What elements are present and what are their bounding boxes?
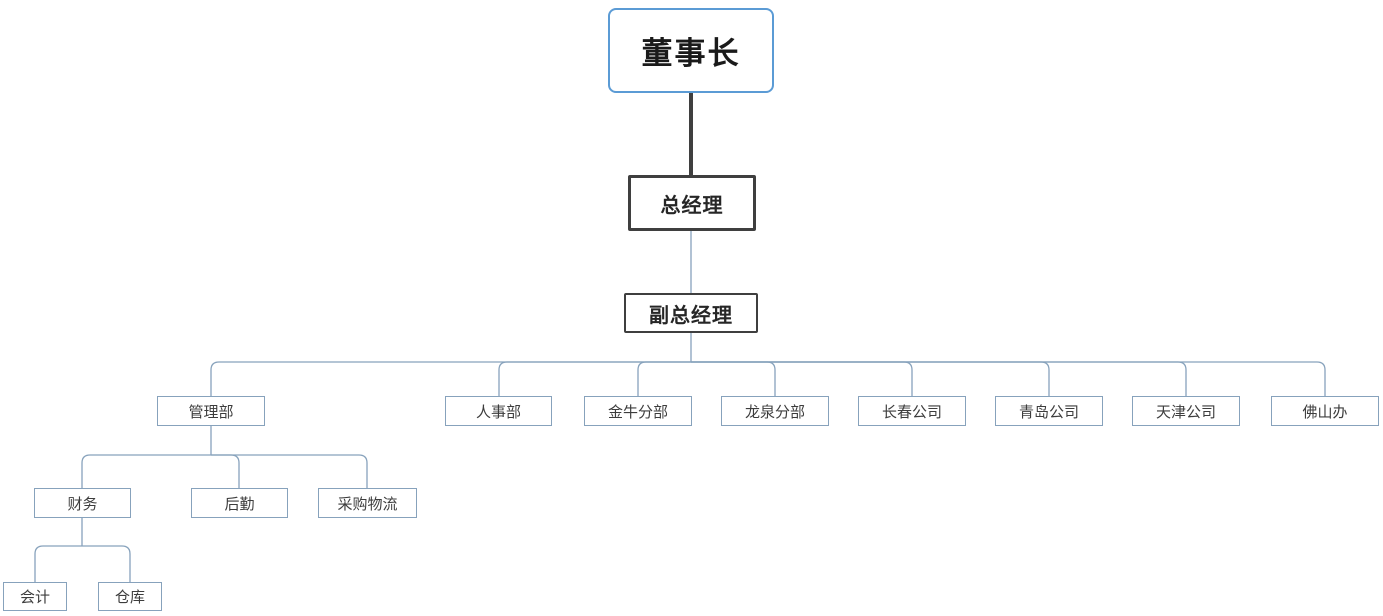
org-node-general-manager[interactable]: 总经理 — [628, 175, 756, 231]
org-node-longquan-branch[interactable]: 龙泉分部 — [721, 396, 829, 426]
org-node-accounting[interactable]: 会计 — [3, 582, 67, 611]
org-node-changchun-company[interactable]: 长春公司 — [858, 396, 966, 426]
org-node-logistics[interactable]: 后勤 — [191, 488, 288, 518]
org-node-finance[interactable]: 财务 — [34, 488, 131, 518]
org-node-deputy-general-manager[interactable]: 副总经理 — [624, 293, 758, 333]
connector-dept — [691, 361, 776, 396]
connector-mgmt-child — [211, 454, 240, 488]
org-node-hr-dept[interactable]: 人事部 — [445, 396, 552, 426]
connector-mgmt-child — [81, 454, 211, 488]
org-node-procurement-logistics[interactable]: 采购物流 — [318, 488, 417, 518]
connector-finance-child — [82, 545, 131, 582]
connector-finance-child — [34, 545, 82, 582]
org-node-qingdao-company[interactable]: 青岛公司 — [995, 396, 1103, 426]
connector-dept — [691, 361, 1326, 396]
org-node-foshan-office[interactable]: 佛山办 — [1271, 396, 1379, 426]
org-node-management-dept[interactable]: 管理部 — [157, 396, 265, 426]
connector-dept — [691, 361, 1187, 396]
connector-dept — [691, 361, 913, 396]
org-node-warehouse[interactable]: 仓库 — [98, 582, 162, 611]
connector-dept — [210, 361, 691, 396]
org-node-tianjin-company[interactable]: 天津公司 — [1132, 396, 1240, 426]
org-node-jinniu-branch[interactable]: 金牛分部 — [584, 396, 692, 426]
org-node-chairman[interactable]: 董事长 — [608, 8, 774, 93]
connector-dept — [498, 361, 691, 396]
connector-mgmt-child — [211, 454, 368, 488]
connector-dept — [637, 361, 691, 396]
connector-dept — [691, 361, 1050, 396]
